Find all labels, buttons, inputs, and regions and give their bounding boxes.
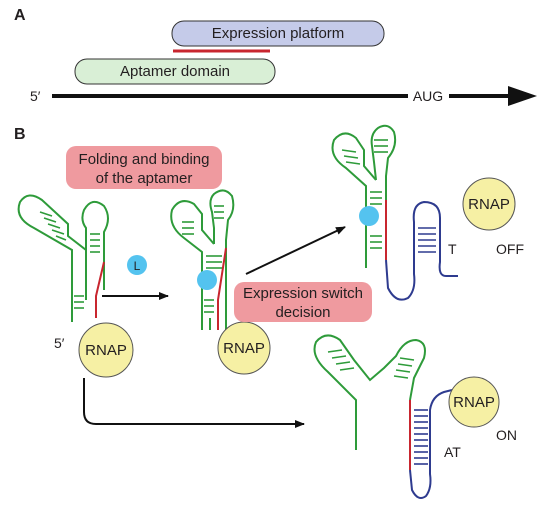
switch-callout-line2: decision bbox=[275, 304, 330, 321]
rnap-circle-1 bbox=[78, 322, 134, 378]
antiterminator-rungs bbox=[414, 409, 428, 465]
panel-a-five-prime: 5′ bbox=[30, 88, 41, 104]
antiterminator-label: AT bbox=[444, 444, 461, 460]
base-pair-rungs-off bbox=[341, 139, 388, 249]
panel-a-label: A bbox=[14, 7, 26, 24]
bound-ligand-circle bbox=[197, 270, 217, 290]
rnap-circle-off bbox=[462, 177, 516, 231]
switch-callout-line1: Expression switch bbox=[243, 285, 363, 302]
switch-callout bbox=[234, 282, 372, 322]
riboswitch-structure-unbound bbox=[17, 194, 109, 322]
riboswitch-structure-bound bbox=[170, 189, 235, 330]
panel-b-five-prime: 5′ bbox=[54, 335, 65, 351]
off-label: OFF bbox=[496, 241, 524, 257]
off-ligand-circle bbox=[359, 206, 379, 226]
base-pair-rungs-bound bbox=[182, 205, 224, 313]
expression-platform-label: Expression platform bbox=[212, 25, 345, 42]
panel-b-label: B bbox=[14, 126, 26, 143]
rnap-label-off: RNAP bbox=[468, 196, 510, 213]
terminator-rungs bbox=[418, 227, 436, 253]
ligand-circle bbox=[127, 255, 147, 275]
on-label: ON bbox=[496, 427, 517, 443]
rnap-label-2: RNAP bbox=[223, 340, 265, 357]
folding-callout bbox=[66, 146, 222, 189]
rnap-label-on: RNAP bbox=[453, 394, 495, 411]
ligand-label: L bbox=[134, 259, 141, 273]
riboswitch-structure-off bbox=[331, 124, 458, 301]
aptamer-domain-label: Aptamer domain bbox=[120, 63, 230, 80]
base-pair-rungs-on bbox=[327, 349, 415, 379]
rnap-label-1: RNAP bbox=[85, 342, 127, 359]
mrna-arrowhead-icon bbox=[508, 86, 537, 106]
terminator-label: T bbox=[448, 241, 457, 257]
riboswitch-structure-on bbox=[313, 334, 453, 499]
aug-codon-label: AUG bbox=[413, 88, 443, 104]
expression-platform-box bbox=[171, 20, 385, 47]
rnap-circle-on bbox=[448, 376, 500, 428]
aptamer-domain-box bbox=[74, 58, 276, 85]
folding-callout-line2: of the aptamer bbox=[96, 170, 193, 187]
folding-callout-line1: Folding and binding bbox=[79, 151, 210, 168]
arrow-to-on bbox=[83, 378, 305, 428]
arrow-to-off bbox=[245, 226, 346, 275]
base-pair-rungs-unbound bbox=[39, 211, 100, 309]
